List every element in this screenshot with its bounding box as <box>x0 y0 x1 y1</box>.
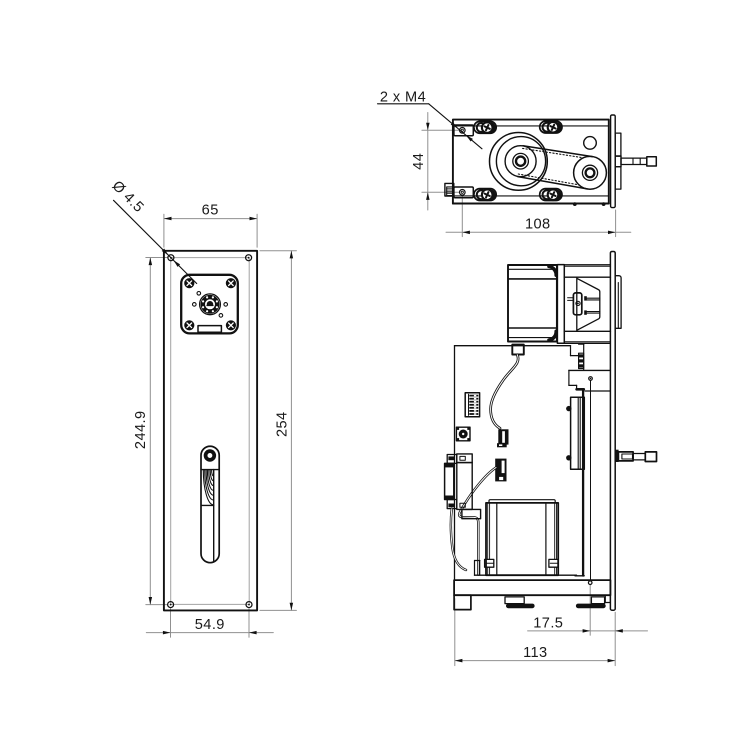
screw-bottom-left <box>473 187 498 202</box>
stepper-motor <box>507 264 558 343</box>
screw-top-right <box>538 120 563 134</box>
front-view <box>112 199 297 638</box>
pump-top-body <box>451 118 610 207</box>
pump-head-hidden <box>614 275 622 329</box>
dip-switch <box>464 392 481 418</box>
dim-label-44: 44 <box>411 153 427 170</box>
dim-label-17-5: 17.5 <box>533 616 563 632</box>
rotor-large-pulley <box>488 131 549 192</box>
side-view-dimensions <box>454 629 623 663</box>
side-shaft <box>615 449 658 463</box>
dim-label-108: 108 <box>525 216 551 232</box>
pump-front-panel <box>162 249 259 612</box>
buzzer <box>455 426 471 442</box>
drive-belt <box>517 145 594 190</box>
top-mount-plate <box>609 114 658 209</box>
dim-label-113: 113 <box>523 645 547 661</box>
tube-fitting-left <box>444 182 455 197</box>
transformer <box>473 499 578 577</box>
dim-label-2xm4: 2 x M4 <box>380 89 426 105</box>
linear-actuator <box>566 343 612 586</box>
side-view <box>443 250 658 667</box>
dim-label-244-9: 244.9 <box>133 411 149 450</box>
tube-hatch <box>202 469 215 506</box>
hole-diameter-leader <box>112 199 198 285</box>
dim-label-65: 65 <box>202 203 219 219</box>
top-view-dimensions <box>426 122 616 235</box>
screw-top-left <box>473 120 498 135</box>
front-motor-flange <box>180 273 239 335</box>
idler-hole <box>583 135 598 150</box>
front-slot-window <box>200 445 221 564</box>
top-view <box>376 103 658 238</box>
dim-label-54-9: 54.9 <box>195 617 225 633</box>
base-plate <box>453 579 612 611</box>
side-mount-plate <box>609 250 616 611</box>
screw-bottom-right <box>538 187 563 202</box>
front-view-dimensions <box>148 216 294 635</box>
db9-connector <box>443 453 482 572</box>
wire-connector-upper <box>497 429 509 448</box>
thread-callout-leader <box>376 103 483 150</box>
motor-bracket <box>556 263 612 344</box>
dim-label-254: 254 <box>275 411 291 437</box>
motor-cable <box>489 343 525 430</box>
